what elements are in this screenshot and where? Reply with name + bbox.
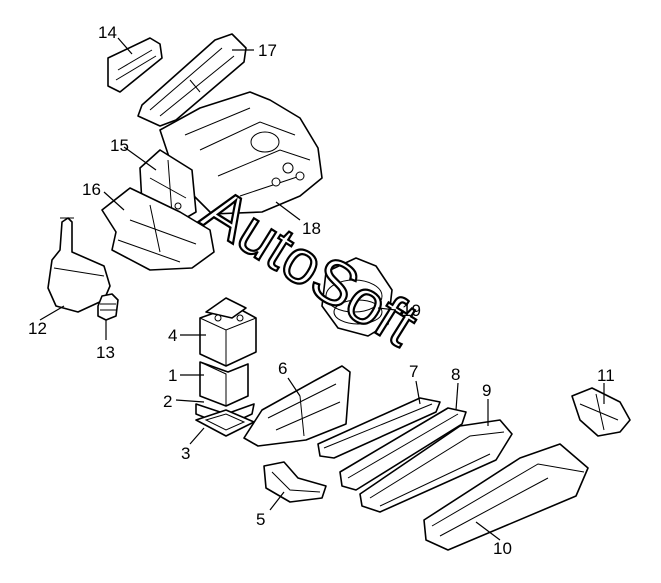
callout-1: 1	[168, 366, 177, 385]
part-10-box-member	[423, 443, 589, 551]
callout-12: 12	[28, 319, 47, 338]
callout-14: 14	[98, 23, 117, 42]
part-19-spring	[321, 257, 393, 337]
callout-7: 7	[409, 362, 418, 381]
part-16-lower-floor	[101, 187, 215, 271]
callout-17: 17	[258, 41, 277, 60]
part-5-bracket	[263, 461, 327, 503]
callout-labels: 14 17 15 16 18 12 13 4 1 2 3 6 7 8 9 10 …	[28, 23, 615, 558]
part-13-plug	[97, 293, 119, 321]
part-1-tray	[199, 361, 249, 407]
part-7-side-rail	[317, 397, 441, 459]
part-12-reservoir	[47, 217, 111, 313]
callout-6: 6	[278, 359, 287, 378]
callout-3: 3	[181, 444, 190, 463]
part-17-rail	[137, 33, 247, 127]
part-11-mount	[571, 387, 631, 437]
callout-15: 15	[110, 136, 129, 155]
part-4-battery	[199, 297, 257, 367]
callout-11: 11	[597, 366, 615, 385]
leader-lines	[39, 37, 605, 541]
callout-13: 13	[96, 343, 115, 362]
callout-16: 16	[82, 180, 101, 199]
part-6-crossmember	[243, 365, 351, 447]
callout-10: 10	[493, 539, 512, 558]
callout-9: 9	[482, 381, 491, 400]
callout-2: 2	[163, 392, 172, 411]
callout-19: 19	[402, 301, 421, 320]
callout-8: 8	[451, 365, 460, 384]
callout-5: 5	[256, 510, 265, 529]
part-18-floor-panel	[159, 91, 323, 215]
part-9-member	[359, 419, 513, 513]
callout-4: 4	[168, 326, 177, 345]
part-14-bracket	[107, 37, 163, 93]
callout-18: 18	[302, 219, 321, 238]
part-8-inner-rail	[339, 407, 467, 491]
